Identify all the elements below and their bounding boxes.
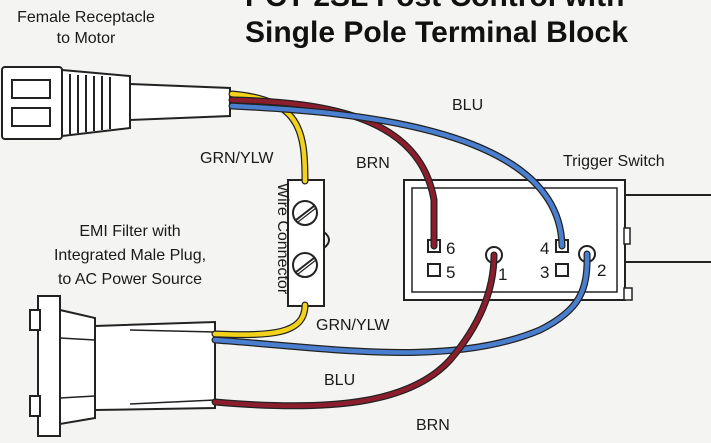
wire-connector-label: Wire Connector: [274, 183, 291, 295]
receptacle-label-line1: Female Receptacle: [17, 9, 155, 26]
terminal-3-pad: [555, 263, 569, 277]
wire-brn-top: [229, 97, 437, 249]
title-line2: Single Pole Terminal Block: [245, 16, 628, 49]
terminal-4-label: 4: [540, 239, 549, 258]
terminal-3-label: 3: [540, 263, 549, 282]
title-line1: PCT-2SL Post Control with: [245, 0, 624, 13]
terminal-5-pad: [427, 263, 441, 277]
grn-ylw-top-label: GRN/YLW: [200, 150, 274, 167]
emi-filter-plug: [29, 295, 216, 437]
female-receptacle: [1, 66, 231, 140]
emi-label-line1: EMI Filter with: [79, 223, 180, 240]
receptacle-label-line2: to Motor: [57, 30, 116, 47]
trigger-switch-label: Trigger Switch: [563, 153, 665, 170]
terminal-6-label: 6: [446, 239, 455, 258]
brn-bottom-label: BRN: [416, 417, 450, 434]
wire-grn-ylw-top: [229, 91, 308, 184]
grn-ylw-bottom-label: GRN/YLW: [316, 317, 390, 334]
blu-bottom-label: BLU: [324, 372, 355, 389]
terminal-1-label: 1: [498, 265, 507, 284]
wire-grn-ylw-bottom: [212, 302, 308, 337]
brn-top-label: BRN: [356, 155, 390, 172]
wire-blu-top: [229, 103, 565, 249]
blu-top-label: BLU: [452, 97, 483, 114]
emi-label-line3: to AC Power Source: [58, 271, 202, 288]
emi-label-line2: Integrated Male Plug,: [54, 247, 206, 264]
wire-blu-bottom: [212, 251, 590, 355]
terminal-5-label: 5: [446, 263, 455, 282]
wire-brn-bottom: [212, 252, 497, 409]
wire-connector: [287, 179, 330, 307]
terminal-2-label: 2: [597, 261, 606, 280]
